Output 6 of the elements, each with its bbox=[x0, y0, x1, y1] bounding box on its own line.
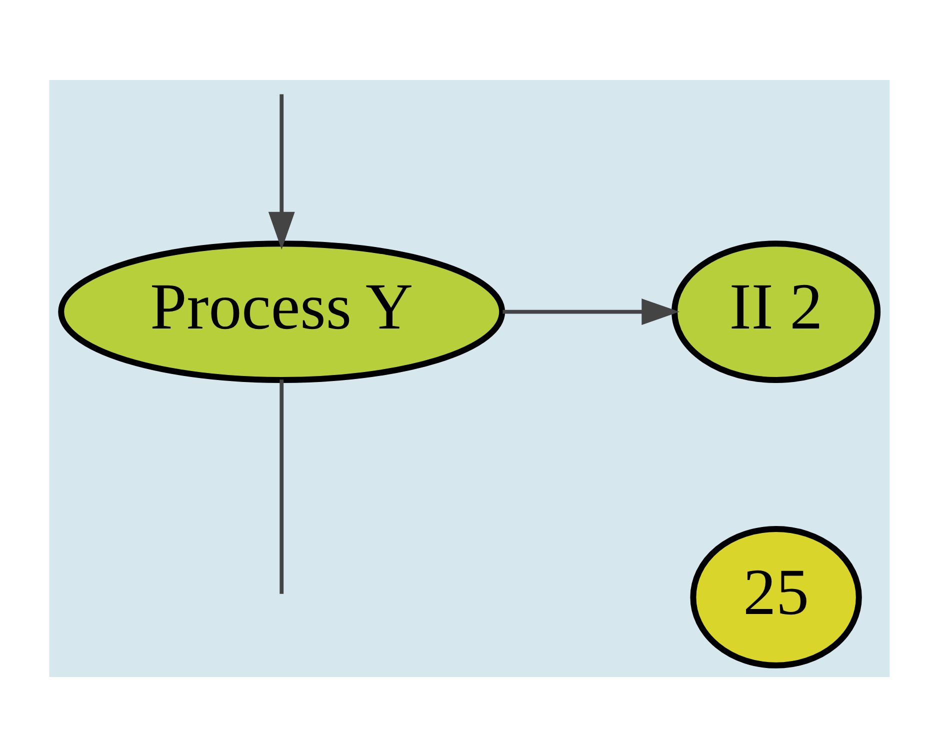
node-ellipse: Process Y bbox=[58, 240, 506, 382]
node-ellipse: II 2 bbox=[672, 240, 881, 382]
connector bbox=[280, 379, 284, 594]
arrow bbox=[268, 94, 295, 250]
node-ellipse: 25 bbox=[690, 526, 862, 668]
arrow bbox=[502, 298, 680, 325]
